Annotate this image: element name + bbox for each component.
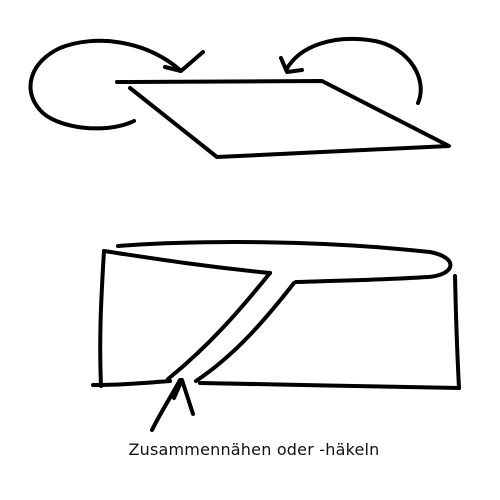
- seam-pointer-arrow: [150, 378, 182, 432]
- right-fold-arrow: [284, 36, 423, 105]
- right-fold-arrowhead: [279, 56, 304, 74]
- cylinder-figure: [91, 240, 461, 432]
- cylinder-top-rim: [116, 240, 453, 284]
- cylinder-bottom-edge-right: [198, 381, 461, 390]
- cylinder-inner-top-edge: [102, 249, 272, 275]
- seam-left-edge: [166, 271, 272, 381]
- cylinder-bottom-edge-left: [91, 379, 172, 387]
- cylinder-right-side: [453, 274, 461, 390]
- instruction-caption: Zusammennähen oder -häkeln: [128, 440, 380, 459]
- left-fold-arrow: [28, 38, 182, 131]
- seam-pointer-arrowhead: [172, 378, 195, 416]
- flat-strip-figure: [28, 36, 451, 159]
- seam-right-edge: [194, 281, 296, 383]
- left-fold-arrowhead: [163, 50, 205, 73]
- flat-strip-outline: [115, 79, 451, 159]
- cylinder-left-side: [98, 249, 106, 388]
